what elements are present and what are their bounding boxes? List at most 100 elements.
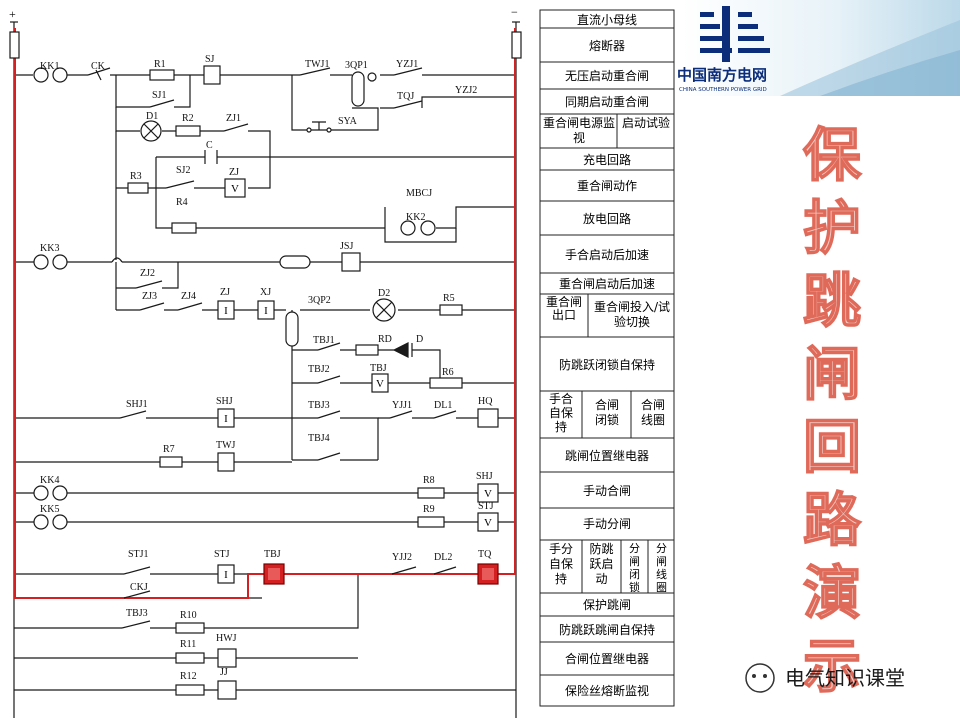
fn-close-coil: 合闸线圈: [640, 398, 665, 427]
label-c: C: [206, 140, 213, 151]
label-zj-b: ZJ: [220, 287, 230, 298]
fn-trip-pos-relay: 跳闸位置继电器: [565, 448, 649, 463]
fn-manual-trip: 手动分闸: [583, 517, 631, 531]
fn-manual-close: 手动合闸: [583, 483, 631, 498]
glyph-voltage: V: [231, 183, 239, 195]
label-d1: D1: [146, 111, 158, 122]
label-r8: R8: [423, 475, 435, 486]
fn-discharge: 放电回路: [583, 211, 631, 226]
label-stj1: STJ1: [128, 549, 149, 560]
title-char: 保: [803, 121, 862, 189]
fn-recl-out: 重合闸出口: [545, 296, 582, 322]
trip-coils-highlight: [263, 563, 499, 585]
label-mbcj: MBCJ: [406, 188, 432, 199]
logo-english-text: CHINA SOUTHERN POWER GRID: [679, 87, 767, 93]
label-jsj: JSJ: [340, 241, 353, 252]
label-sj2: SJ2: [176, 165, 190, 176]
label-tqj: TQJ: [397, 91, 414, 102]
label-tbj3: TBJ3: [308, 400, 330, 411]
title-char: 回: [803, 413, 861, 481]
fn-manual-trip-hold: 手分自保持: [548, 542, 573, 586]
logo-chinese-text: 中国南方电网: [677, 66, 767, 84]
fn-fuse: 熔断器: [589, 38, 625, 53]
switch-contact-icon: [33, 67, 49, 83]
label-tbj4: TBJ4: [308, 433, 330, 444]
label-shj: SHJ: [216, 396, 233, 407]
label-r1: R1: [154, 59, 166, 70]
label-r11: R11: [180, 639, 196, 650]
fn-sync-start: 同期启动重合闸: [565, 94, 649, 109]
label-yzj1: YZJ1: [396, 59, 418, 70]
pressure-plate-icon: [351, 71, 365, 107]
glyph-current: I: [224, 413, 228, 425]
label-dl1: DL1: [434, 400, 452, 411]
glyph-voltage: V: [484, 517, 492, 529]
label-kk4: KK4: [40, 475, 59, 486]
fuse-left-icon: [9, 31, 20, 59]
label-twj1: TWJ1: [305, 59, 329, 70]
fn-anti-jump-start: 防跳跃启动: [589, 542, 614, 586]
label-d: D: [416, 334, 423, 345]
label-sj1: SJ1: [152, 90, 166, 101]
fn-recl-switch: 重合闸投入/试验切换: [593, 300, 671, 329]
watermark-text: 电气知识课堂: [785, 666, 905, 690]
label-zj3: ZJ3: [142, 291, 157, 302]
title-char: 路: [803, 486, 862, 554]
function-table-labels: 直流小母线 熔断器 无压启动重合闸 同期启动重合闸 重合闸电源监视 启动试验 充…: [543, 13, 671, 698]
label-hwj: HWJ: [216, 633, 237, 644]
title-char: 演: [803, 559, 861, 627]
fn-trip-lock: 分闸闭锁: [629, 542, 640, 592]
label-r7: R7: [163, 444, 175, 455]
logo-mark-icon: [700, 6, 770, 62]
glyph-current: I: [224, 305, 228, 317]
fuse-right-icon: [511, 31, 522, 59]
label-r10: R10: [180, 610, 197, 621]
fn-prot-trip: 保护跳闸: [583, 598, 631, 612]
fn-anti-jump-close: 防跳跃闭锁自保持: [559, 357, 655, 372]
label-shj-v: SHJ: [476, 471, 493, 482]
component-symbols: [9, 31, 522, 700]
label-hq: HQ: [478, 396, 493, 407]
label-rd: RD: [378, 334, 392, 345]
label-kk1: KK1: [40, 61, 59, 72]
label-shj1: SHJ1: [126, 399, 148, 410]
fn-anti-jump-trip-hold: 防跳跃跳闸自保持: [559, 622, 655, 637]
label-zj4: ZJ4: [181, 291, 196, 302]
rail-negative-label: −: [511, 5, 518, 19]
watermark: 电气知识课堂: [745, 663, 905, 693]
label-sj: SJ: [205, 54, 215, 65]
glyph-current: I: [264, 305, 268, 317]
label-r4: R4: [176, 197, 188, 208]
fn-close-pos-relay: 合闸位置继电器: [565, 651, 649, 666]
relay-coil-icon: [203, 65, 221, 85]
function-table: [539, 9, 675, 707]
label-tbj3b: TBJ3: [126, 608, 148, 619]
label-yzj2: YZJ2: [455, 85, 477, 96]
label-yjj2: YJJ2: [392, 552, 412, 563]
fn-recl-action: 重合闸动作: [577, 178, 637, 193]
title-char: 闸: [803, 340, 861, 408]
slide-title-text: 保护跳闸回路演示: [803, 121, 862, 700]
label-kk3: KK3: [40, 243, 59, 254]
label-stj-v: STJ: [478, 501, 494, 512]
glyph-voltage: V: [484, 488, 492, 500]
title-char: 示: [803, 632, 861, 700]
label-dl2: DL2: [434, 552, 452, 563]
label-r12: R12: [180, 671, 197, 682]
company-logo: 中国南方电网 CHINA SOUTHERN POWER GRID: [677, 6, 770, 93]
label-ck: CK: [91, 61, 106, 72]
label-ckj: CKJ: [130, 582, 148, 593]
fn-fuse-mon: 保险丝熔断监视: [565, 683, 649, 698]
coil-glyphs: I I V V I V V I: [224, 183, 492, 581]
slide-title: 保护跳闸回路演示: [802, 120, 863, 701]
label-r5: R5: [443, 293, 455, 304]
label-stj: STJ: [214, 549, 230, 560]
capacitor-icon: [204, 150, 218, 164]
glyph-current: I: [224, 569, 228, 581]
label-kk5: KK5: [40, 504, 59, 515]
label-zj1: ZJ1: [226, 113, 241, 124]
title-char: 跳: [803, 267, 861, 335]
glyph-voltage: V: [376, 378, 384, 390]
fn-novolt-start: 无压启动重合闸: [565, 68, 649, 83]
